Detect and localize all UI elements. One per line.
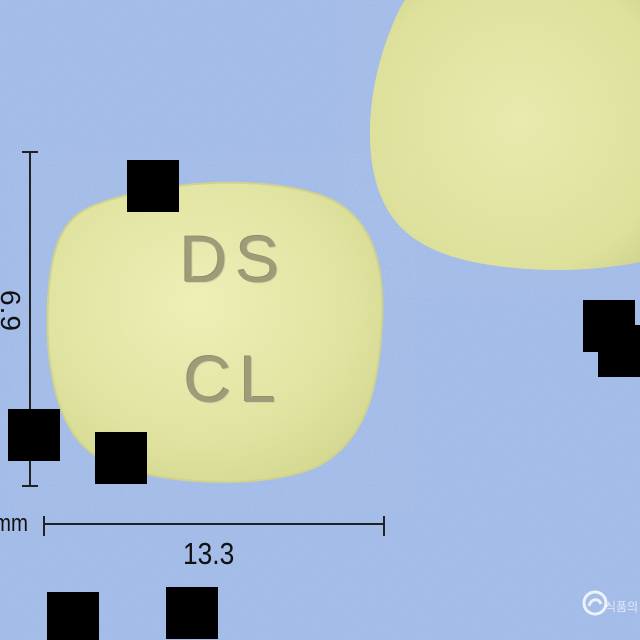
watermark-text: 식품의 xyxy=(605,600,639,614)
redaction-block xyxy=(598,325,640,377)
redaction-block xyxy=(47,592,99,640)
width-ruler xyxy=(43,516,385,536)
width-dimension-label: 13.3 xyxy=(183,536,235,571)
redaction-block xyxy=(166,587,218,639)
pill-imprint-line2: CL xyxy=(184,342,285,416)
redaction-block xyxy=(95,432,147,484)
pill-imprint-line1: DS xyxy=(180,222,288,296)
height-dimension-label: 6.9 xyxy=(0,290,26,332)
redaction-block xyxy=(127,160,179,212)
pill-secondary-speckle xyxy=(369,0,640,270)
unit-label: mm xyxy=(0,510,28,537)
redaction-block xyxy=(8,409,60,461)
pill-main-speckle xyxy=(47,182,383,482)
watermark-logo-icon xyxy=(582,590,608,616)
